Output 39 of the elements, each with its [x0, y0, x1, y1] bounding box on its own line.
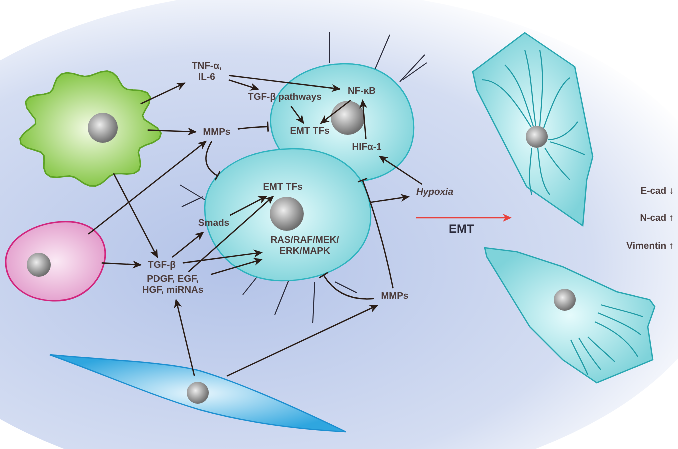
cytokine-label: TNF-α, IL-6	[187, 61, 227, 85]
factor-label: TGF-β	[143, 260, 181, 272]
arrow	[210, 258, 263, 276]
arrow	[88, 140, 208, 235]
arrow	[320, 100, 352, 124]
pathway-label: TGF-β pathways	[242, 92, 328, 104]
arrow	[140, 82, 186, 105]
arrow	[113, 173, 158, 258]
arrow	[378, 156, 423, 186]
condition-label: Hypoxia	[411, 186, 459, 200]
inhibition-line	[238, 121, 270, 132]
marker-label: N-cad ↑	[640, 213, 674, 224]
enzyme-label: MMPs	[376, 290, 414, 304]
factor-label: HIFα-1	[345, 142, 389, 154]
arrow	[290, 106, 304, 124]
arrow	[370, 194, 410, 204]
factor-label: PDGF, EGF, HGF, miRNAs	[137, 274, 209, 298]
factor-label: EMT TFs	[258, 182, 308, 194]
marker-label: Vimentin ↑	[626, 241, 674, 252]
arrow	[182, 250, 263, 264]
arrow	[148, 128, 197, 136]
arrow	[174, 299, 196, 376]
arrow	[228, 75, 341, 92]
factor-label: NF-κB	[342, 86, 382, 98]
arrow	[230, 196, 268, 216]
enzyme-label: MMPs	[198, 126, 236, 140]
arrow	[228, 79, 260, 91]
marker-label: E-cad ↓	[640, 186, 674, 197]
arrow	[102, 260, 142, 269]
arrow	[172, 232, 204, 258]
inhibition-line	[357, 178, 394, 289]
inhibition-line	[206, 141, 222, 182]
arrow	[226, 304, 379, 377]
pathway-label: RAS/RAF/MEK/ ERK/MAPK	[264, 235, 346, 259]
process-label: EMT	[449, 224, 474, 235]
arrow	[360, 100, 368, 140]
arrow	[188, 196, 274, 272]
factor-label: EMT TFs	[285, 126, 335, 138]
inhibition-line	[318, 272, 374, 300]
